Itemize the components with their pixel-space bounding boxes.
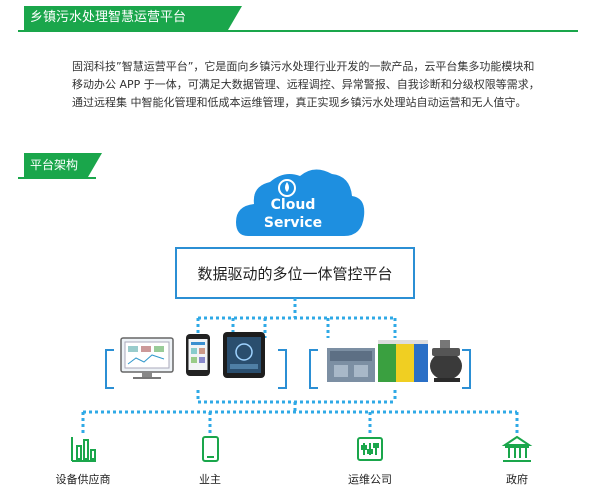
- tablet-icon: [223, 332, 265, 378]
- user-label-owner: 业主: [199, 473, 221, 486]
- phone-icon: [202, 436, 219, 462]
- section-banner: 平台架构: [18, 153, 102, 179]
- cloud-logo-icon: [278, 179, 296, 197]
- top-connectors: [196, 298, 397, 338]
- intro-text: 固润科技”智慧运营平台”，它是面向乡镇污水处理行业开发的一款产品，云平台集多功能…: [72, 60, 540, 109]
- monitor-icon: [120, 337, 174, 379]
- bar-chart-icon: [71, 437, 96, 462]
- user-label-om-company: 运维公司: [348, 473, 392, 486]
- user-label-government: 政府: [506, 473, 528, 486]
- control-panel-icon: [357, 437, 383, 461]
- section-underline: [18, 177, 96, 179]
- user-label-supplier: 设备供应商: [55, 473, 111, 486]
- cloud-service: Cloud Service: [236, 169, 365, 236]
- banner-tail: [228, 6, 242, 30]
- bottom-connectors: [81, 390, 519, 434]
- pump-machine-icon: [430, 340, 462, 382]
- platform-label: 数据驱动的多位一体管控平台: [197, 265, 392, 283]
- cloud-line2: Service: [264, 215, 322, 231]
- section-banner-tail: [88, 153, 102, 177]
- cloud-shape: [236, 169, 365, 236]
- header-banner: 乡镇污水处理智慧运营平台: [18, 6, 578, 32]
- government-building-icon: [501, 435, 533, 462]
- smartphone-icon: [186, 334, 210, 376]
- right-device-bracket: [309, 349, 471, 389]
- cloud-line1: Cloud: [271, 197, 316, 213]
- intro-paragraph: 固润科技”智慧运营平台”，它是面向乡镇污水处理行业开发的一款产品，云平台集多功能…: [72, 58, 542, 112]
- treatment-module-icon: [378, 340, 428, 382]
- page-title: 乡镇污水处理智慧运营平台: [30, 10, 187, 25]
- left-device-bracket: [105, 349, 287, 389]
- section-title: 平台架构: [30, 158, 79, 172]
- platform-box: [175, 247, 415, 299]
- equipment-cabinet-icon: [327, 348, 375, 382]
- banner-underline: [18, 30, 578, 32]
- cloud-logo-drop: [285, 182, 289, 192]
